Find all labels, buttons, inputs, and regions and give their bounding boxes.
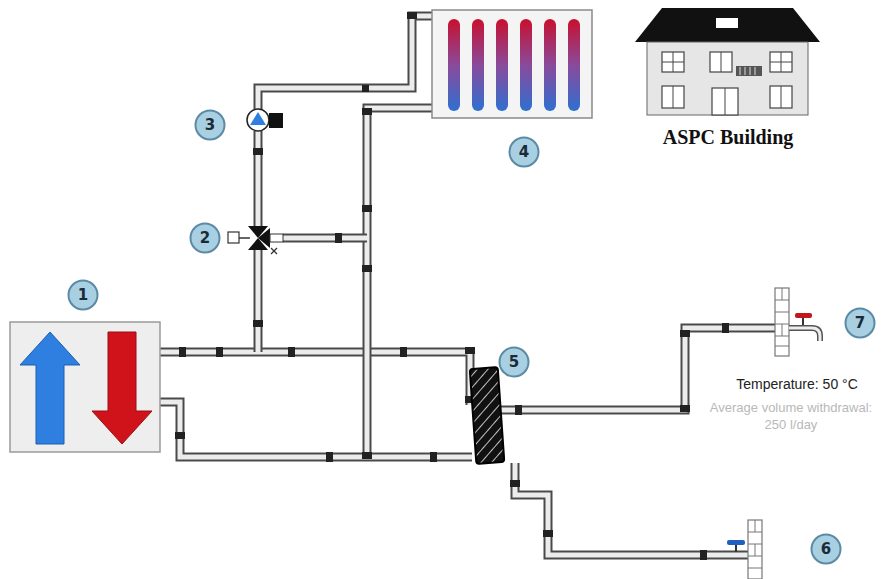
plate-heat-exchanger xyxy=(470,367,505,464)
callout-number: 4 xyxy=(519,145,529,160)
pipe-joints xyxy=(175,12,729,560)
callout-number: 3 xyxy=(205,118,215,133)
callout-number: 5 xyxy=(509,355,519,370)
callout-circle: 1 xyxy=(67,279,99,311)
callout-number: 1 xyxy=(78,288,88,303)
callout-number: 7 xyxy=(855,316,865,331)
cold-water-tap xyxy=(727,520,762,579)
building-icon xyxy=(635,8,820,115)
temperature-note: Temperature: 50 °C xyxy=(712,375,882,393)
callout-number: 2 xyxy=(200,231,210,246)
radiator xyxy=(432,10,592,118)
heat-pump xyxy=(10,322,160,452)
callout-circle: 6 xyxy=(810,533,842,565)
callout-circle: 5 xyxy=(498,346,530,378)
hot-water-tap xyxy=(775,288,820,356)
callout-circle: 4 xyxy=(508,136,540,168)
withdrawal-note: Average volume withdrawal: 250 l/day xyxy=(700,400,882,434)
mixing-valve xyxy=(228,226,283,254)
callout-circle: 2 xyxy=(189,222,221,254)
circulation-pump xyxy=(247,109,283,131)
building-name: ASPC Building xyxy=(636,124,820,150)
callout-circle: 3 xyxy=(194,109,226,141)
callout-number: 6 xyxy=(821,542,831,557)
callout-circle: 7 xyxy=(844,307,876,339)
